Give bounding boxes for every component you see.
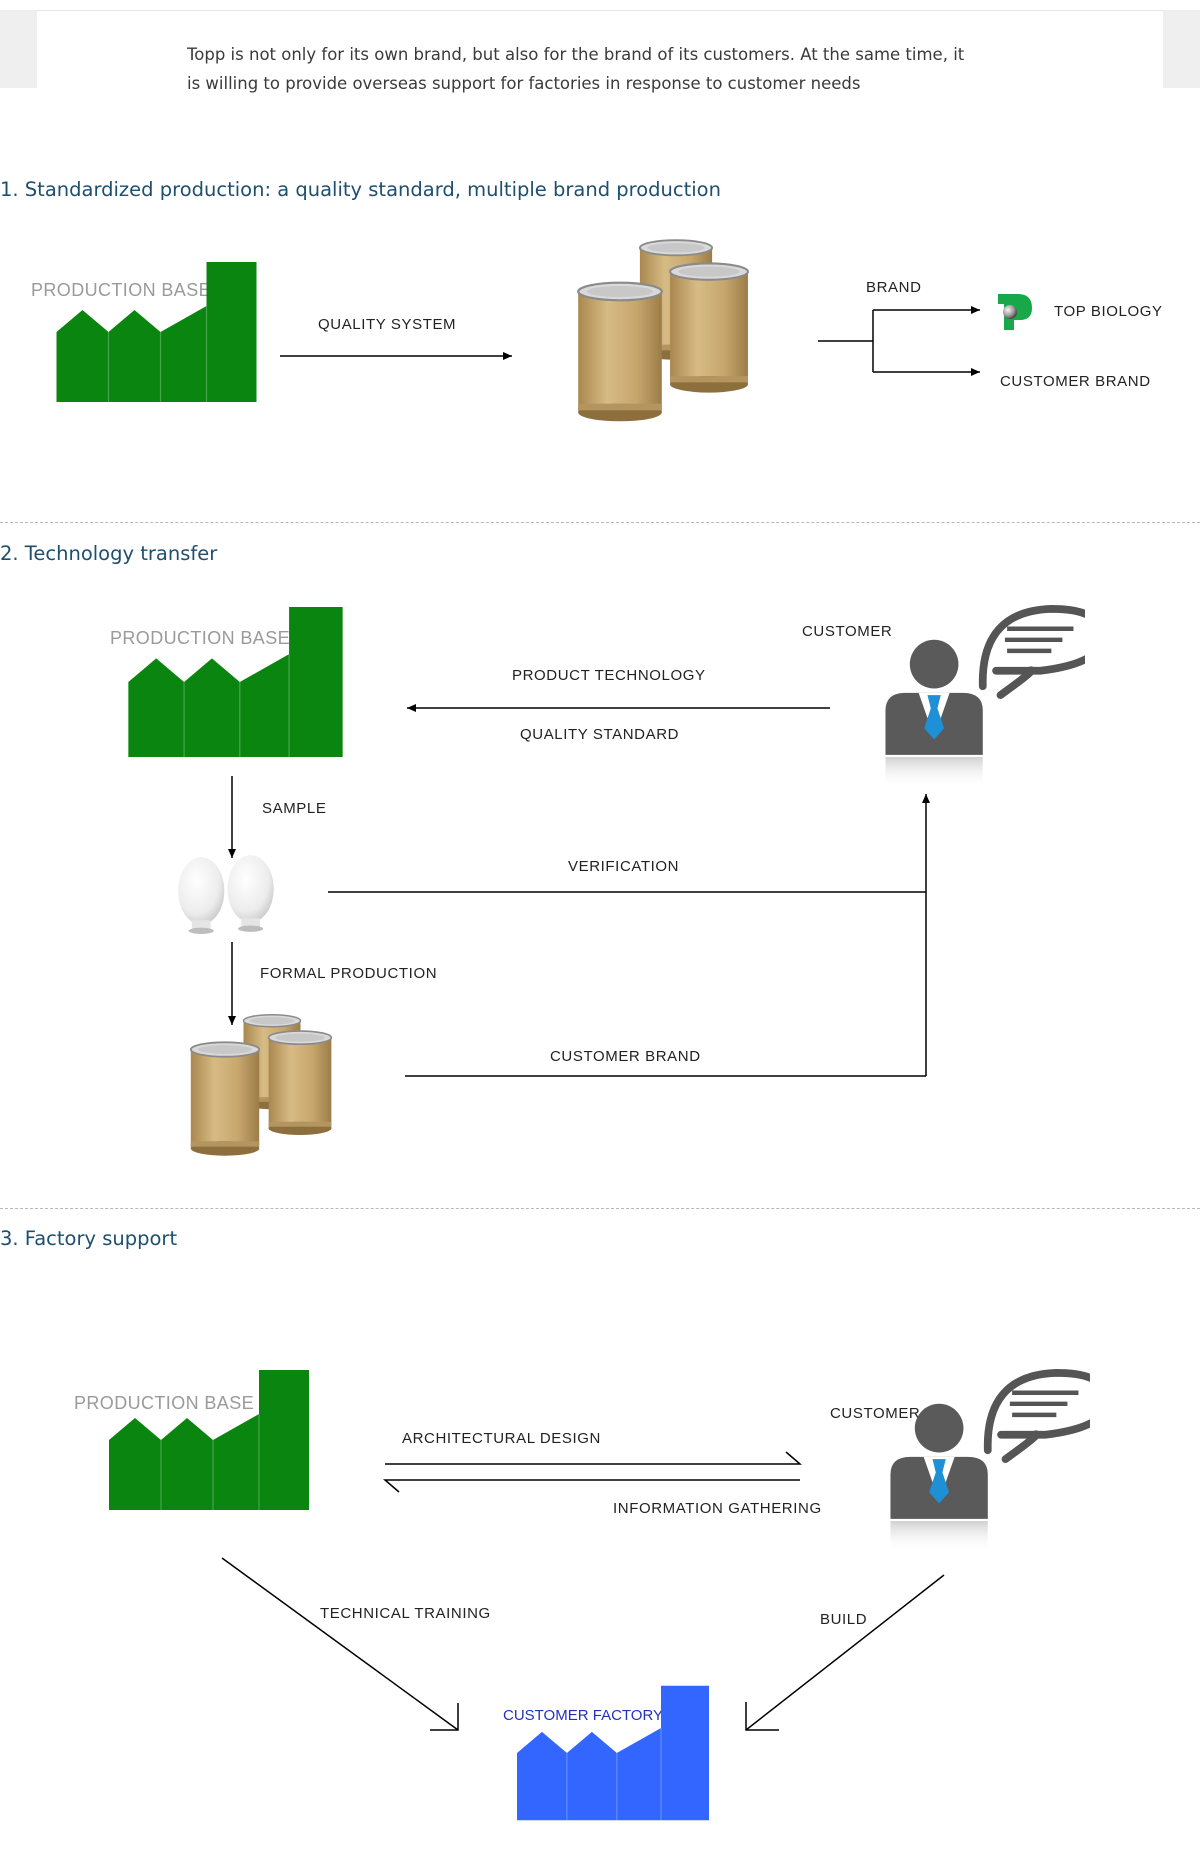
intro-line-2: is willing to provide overseas support f… (187, 74, 861, 93)
s3-customer-factory-label: CUSTOMER FACTORY (503, 1707, 664, 1724)
s3-architectural-design-label: ARCHITECTURAL DESIGN (402, 1430, 601, 1447)
intro-line-1: Topp is not only for its own brand, but … (187, 45, 965, 64)
s3-design-arrow (385, 1451, 803, 1465)
s3-build-line (745, 1574, 945, 1731)
s1-quality-system-label: QUALITY SYSTEM (318, 316, 457, 333)
divider-2 (0, 1208, 1200, 1209)
topp-logo (998, 294, 1032, 330)
s2-customer-brand-label: CUSTOMER BRAND (550, 1048, 701, 1065)
s3-customer-label: CUSTOMER (830, 1405, 921, 1422)
s3-gathering-arrow (382, 1479, 800, 1493)
s2-production-base-label: PRODUCTION BASE (110, 628, 291, 648)
intro-text: Topp is not only for its own brand, but … (187, 40, 1007, 98)
s2-verification-label: VERIFICATION (568, 858, 680, 875)
s3-technical-training-label: TECHNICAL TRAINING (320, 1605, 491, 1622)
s3-training-head (430, 1703, 459, 1731)
s3-training-line (221, 1557, 459, 1731)
s2-formal-production-label: FORMAL PRODUCTION (260, 965, 438, 982)
s3-build-label: BUILD (820, 1611, 868, 1628)
s3-build-head (745, 1702, 779, 1731)
s3-production-base-label: PRODUCTION BASE (74, 1393, 255, 1413)
s2-product-technology-label: PRODUCT TECHNOLOGY (512, 667, 706, 684)
s1-top-biology-label: TOP BIOLOGY (1054, 303, 1163, 320)
section-2-title: 2. Technology transfer (0, 542, 218, 565)
s1-brand-label: BRAND (866, 279, 922, 296)
s3-information-gathering-label: INFORMATION GATHERING (613, 1500, 822, 1517)
s1-customer-brand-label: CUSTOMER BRAND (1000, 373, 1151, 390)
s1-production-base-label: PRODUCTION BASE (31, 280, 212, 300)
intro-card (37, 10, 1163, 89)
s2-customer-label: CUSTOMER (802, 623, 893, 640)
s2-sample-label: SAMPLE (262, 800, 327, 817)
divider-1 (0, 522, 1200, 523)
section-3-title: 3. Factory support (0, 1227, 178, 1250)
s2-quality-standard-label: QUALITY STANDARD (520, 726, 680, 743)
section-1-title: 1. Standardized production: a quality st… (0, 178, 721, 201)
